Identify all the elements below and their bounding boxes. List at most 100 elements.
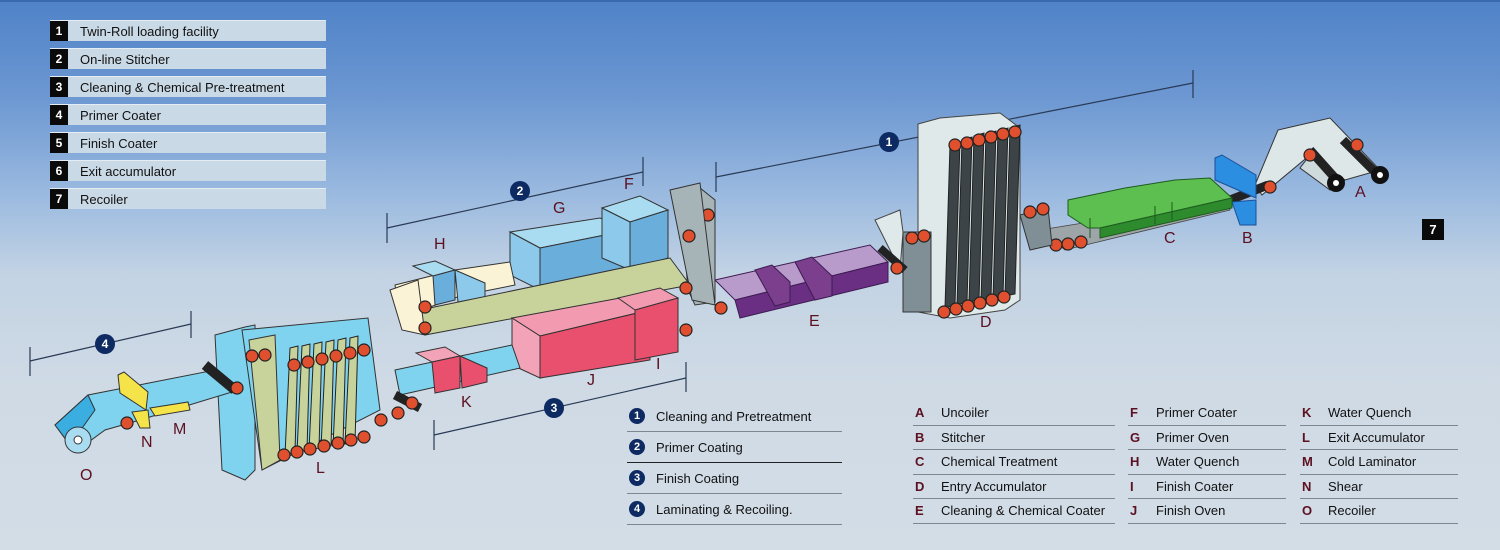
process-label: Cleaning and Pretreatment: [656, 408, 812, 424]
letter-legend-column-2: F Primer Coater G Primer Oven H Water Quenc…: [1128, 401, 1286, 524]
process-legend-item: 1 Cleaning and Pretreatment: [627, 401, 842, 432]
letter-label: Primer Coater: [1156, 405, 1237, 421]
letter-key: K: [1302, 405, 1312, 421]
letter-legend-item: C Chemical Treatment: [913, 450, 1115, 475]
letter-label: Chemical Treatment: [941, 454, 1058, 470]
section-badge-3: 3: [544, 398, 564, 418]
uncoiler-a: [1228, 117, 1389, 205]
numbered-legend-item: 4 Primer Coater: [50, 104, 326, 125]
label-finish-coater: I: [656, 356, 661, 373]
label-exit-accumulator: L: [316, 460, 325, 477]
label-entry-accumulator: D: [980, 314, 992, 331]
process-legend: 1 Cleaning and Pretreatment 2 Primer Coati…: [627, 401, 842, 525]
numbered-legend-label: Cleaning & Chemical Pre-treatment: [80, 79, 285, 95]
letter-label: Finish Oven: [1156, 503, 1226, 519]
label-water-quench-h: H: [434, 236, 446, 253]
letter-key: M: [1302, 454, 1313, 470]
label-primer-oven: G: [553, 200, 566, 217]
numbered-legend-label: Exit accumulator: [80, 163, 177, 179]
letter-legend-item: O Recoiler: [1300, 499, 1458, 524]
numbered-legend-label: Finish Coater: [80, 135, 158, 151]
letter-legend-column-3: K Water Quench L Exit Accumulator M Cold La…: [1300, 401, 1458, 524]
letter-key: F: [1130, 405, 1138, 421]
numbered-legend-item: 6 Exit accumulator: [50, 160, 326, 181]
stitcher-b: [1214, 154, 1257, 226]
label-stitcher: B: [1242, 230, 1253, 247]
letter-label: Stitcher: [941, 429, 986, 445]
letter-legend-item: J Finish Oven: [1128, 499, 1286, 524]
label-primer-coater: F: [624, 176, 634, 193]
letter-label: Uncoiler: [941, 405, 989, 421]
letter-label: Water Quench: [1156, 454, 1240, 470]
letter-key: O: [1302, 503, 1313, 519]
letter-label: Finish Coater: [1156, 478, 1234, 494]
shear-n: [117, 371, 151, 429]
process-label: Primer Coating: [656, 439, 743, 455]
corner-number-badge: 7: [1422, 219, 1444, 240]
letter-key: L: [1302, 429, 1310, 445]
process-label: Finish Coating: [656, 470, 740, 486]
letter-label: Primer Oven: [1156, 429, 1229, 445]
process-number-badge: 1: [629, 408, 645, 424]
exit-accumulator-l: [214, 317, 405, 481]
numbered-legend-item: 7 Recoiler: [50, 188, 326, 209]
letter-legend-item: L Exit Accumulator: [1300, 426, 1458, 450]
letter-legend-item: G Primer Oven: [1128, 426, 1286, 450]
letter-label: Recoiler: [1328, 503, 1376, 519]
section-badge-1: 1: [879, 132, 899, 152]
numbered-legend-label: Twin-Roll loading facility: [80, 23, 219, 39]
process-number-badge: 3: [629, 470, 645, 486]
letter-label: Cold Laminator: [1328, 454, 1417, 470]
letter-legend-item: F Primer Coater: [1128, 401, 1286, 426]
label-water-quench-k: K: [461, 394, 472, 411]
label-shear: N: [141, 434, 153, 451]
letter-legend-item: H Water Quench: [1128, 450, 1286, 475]
process-number-badge: 2: [629, 439, 645, 455]
letter-legend-item: M Cold Laminator: [1300, 450, 1458, 475]
number-badge: 4: [50, 105, 68, 125]
process-number-badge: 4: [629, 501, 645, 517]
letter-label: Entry Accumulator: [941, 478, 1047, 494]
number-badge: 2: [50, 49, 68, 69]
letter-legend-item: D Entry Accumulator: [913, 475, 1115, 499]
letter-key: A: [915, 405, 925, 421]
chemical-treatment-c: [1039, 177, 1234, 252]
letter-label: Exit Accumulator: [1328, 429, 1425, 445]
letter-key: I: [1130, 478, 1134, 494]
number-badge: 6: [50, 161, 68, 181]
label-cold-laminator: M: [173, 421, 187, 438]
process-legend-item: 2 Primer Coating: [627, 432, 842, 463]
numbered-legend-item: 2 On-line Stitcher: [50, 48, 326, 69]
label-recoiler: O: [80, 467, 93, 484]
numbered-legend-label: Primer Coater: [80, 107, 161, 123]
numbered-legend-label: Recoiler: [80, 191, 128, 207]
water-quench-k: [392, 344, 521, 412]
process-legend-item: 3 Finish Coating: [627, 463, 842, 494]
section-badge-4: 4: [95, 334, 115, 354]
equipment-numbered-legend: 1 Twin-Roll loading facility 2 On-line Sti…: [50, 20, 326, 216]
letter-key: J: [1130, 503, 1138, 519]
numbered-legend-item: 1 Twin-Roll loading facility: [50, 20, 326, 41]
numbered-legend-label: On-line Stitcher: [80, 51, 170, 67]
label-uncoiler: A: [1355, 184, 1366, 201]
letter-key: C: [915, 454, 925, 470]
number-badge: 1: [50, 21, 68, 41]
top-border: [0, 0, 1500, 2]
letter-legend-item: I Finish Coater: [1128, 475, 1286, 499]
strip-loop-primer: [389, 182, 716, 337]
letter-legend-item: A Uncoiler: [913, 401, 1115, 426]
letter-key: H: [1130, 454, 1140, 470]
letter-label: Water Quench: [1328, 405, 1412, 421]
letter-key: G: [1130, 429, 1141, 445]
number-badge: 7: [50, 189, 68, 209]
label-finish-oven: J: [587, 372, 595, 389]
letter-key: D: [915, 478, 925, 494]
letter-legend-item: K Water Quench: [1300, 401, 1458, 426]
